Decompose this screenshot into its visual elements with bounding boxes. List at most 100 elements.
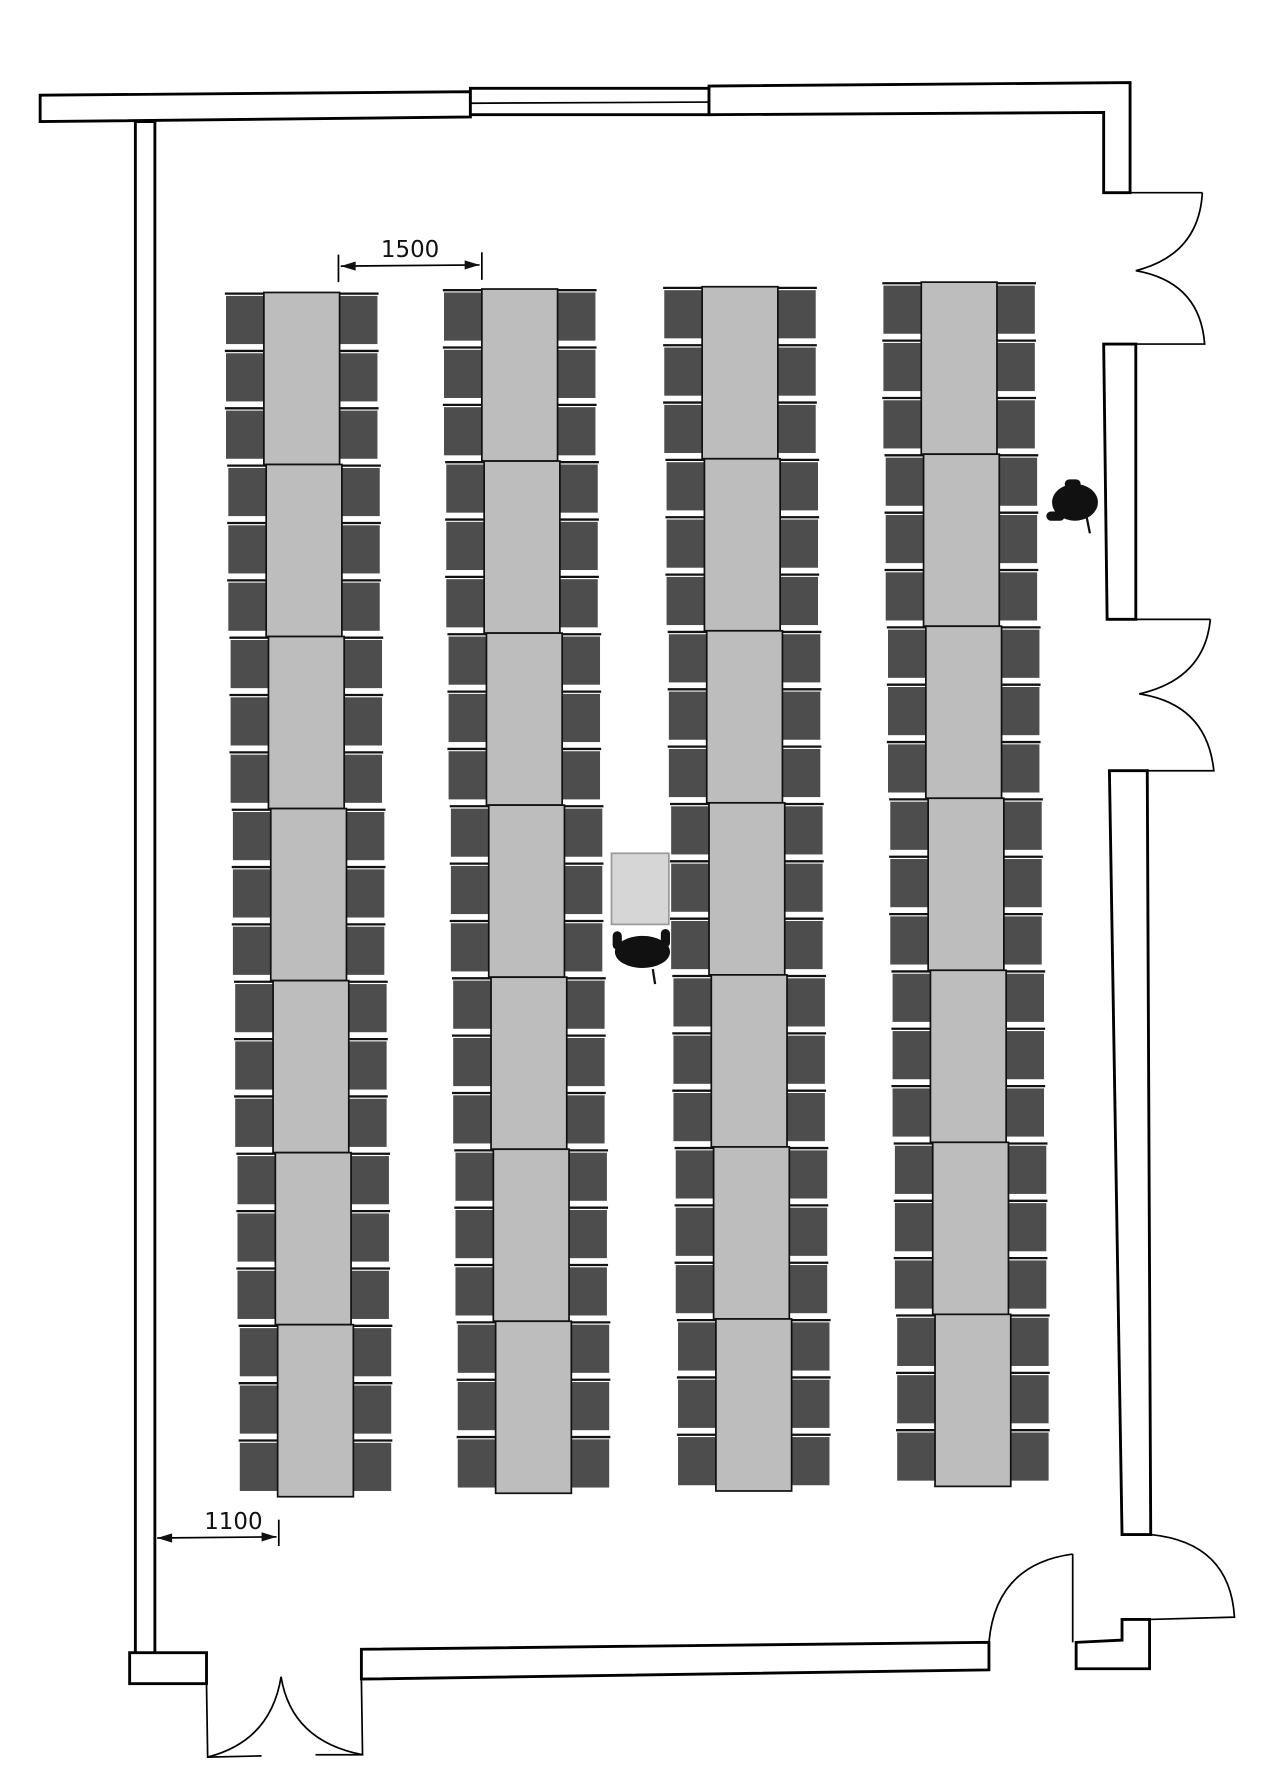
chair [228,525,267,574]
chair [897,1317,936,1366]
top-wall-right [707,81,1132,195]
chair [885,457,924,506]
chair [339,410,378,459]
chair [230,697,269,746]
chair [232,812,271,861]
table [267,635,346,810]
chair [1008,1145,1047,1194]
chair [564,865,603,915]
chair [671,806,710,855]
chair [666,519,705,568]
chair [559,464,598,513]
chair [673,1093,712,1142]
chair [339,295,378,345]
chair [664,404,703,454]
chair [457,1324,496,1373]
chair [996,285,1035,334]
chair [446,464,485,513]
chair [777,347,816,396]
chair [237,1270,276,1319]
chair [228,467,267,517]
chair [450,923,489,972]
chair [897,1375,936,1424]
chair [562,751,601,800]
chair [557,349,596,398]
chair [566,1095,605,1144]
chair [782,634,821,683]
chair [671,863,710,912]
chair [671,920,710,970]
table [483,460,561,634]
chair [348,1098,387,1147]
chair [1006,973,1045,1022]
chair [457,1382,496,1431]
chair [341,582,380,631]
chair [673,978,712,1027]
table [263,291,341,466]
chair [348,984,387,1033]
chair [894,1260,933,1309]
person-icon [612,928,671,985]
table-row-column [442,288,611,1495]
chair [887,629,926,678]
chair [780,576,819,626]
chair [890,801,929,850]
chair [789,1150,828,1199]
table [929,969,1008,1144]
chair [228,582,267,631]
chair [892,1031,931,1080]
chair [668,634,707,683]
chair [894,1203,933,1252]
right-wall-upper [1102,342,1138,621]
chair [571,1439,610,1488]
table [265,463,343,638]
chair [443,349,482,398]
chair [559,579,598,628]
chair [664,347,703,396]
chair [999,457,1038,506]
chair [897,1432,936,1481]
chair [339,353,378,402]
chair [890,859,929,908]
wall-clearance-label: 1100 [204,1509,262,1535]
chair [230,754,269,803]
chair [782,748,821,798]
table-row-column [224,291,393,1498]
chair [999,572,1038,621]
aisle-width-label: 1500 [381,237,439,263]
chair [237,1156,276,1205]
chair [999,514,1038,564]
chair [787,1035,825,1084]
table [924,625,1003,800]
table [485,632,564,806]
chair [235,1098,274,1147]
chair [791,1437,830,1486]
chair [346,926,385,975]
right-wall-lower [1107,769,1153,1536]
chair [351,1213,389,1262]
chair [569,1152,607,1201]
walls [38,81,1236,1758]
chair [784,806,823,855]
table [705,629,784,804]
chair [780,462,819,511]
chair [784,863,823,912]
table [715,1318,793,1492]
chair [1010,1317,1049,1366]
chair [446,521,485,571]
chair [346,869,385,918]
chair [678,1322,716,1371]
dimension-aisle: 1500 [337,237,483,283]
bottom-double-door [205,1676,364,1758]
table [927,797,1005,972]
chair [1003,916,1042,965]
chair [457,1439,496,1488]
table [274,1151,352,1326]
chair [344,697,383,746]
table-row-column [882,281,1050,1488]
right-top-door [1130,191,1206,345]
chair [235,984,274,1033]
chair [455,1152,494,1201]
chair [557,292,596,341]
chair [787,1093,825,1142]
